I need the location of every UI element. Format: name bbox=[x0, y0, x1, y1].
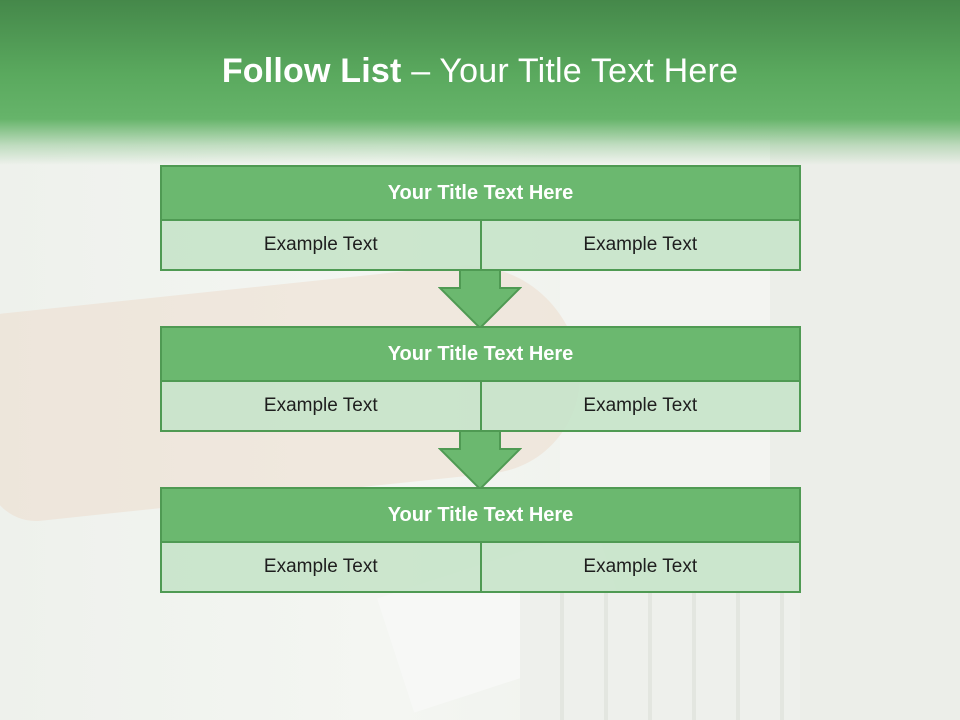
down-arrow-icon bbox=[438, 270, 522, 330]
block-cell-right: Example Text bbox=[481, 382, 801, 432]
list-block-3: Your Title Text Here Example Text Exampl… bbox=[160, 487, 801, 593]
block-cell-left: Example Text bbox=[160, 382, 482, 432]
down-arrow-icon bbox=[438, 431, 522, 491]
block-cell-left: Example Text bbox=[160, 221, 482, 271]
block-cell-left: Example Text bbox=[160, 543, 482, 593]
list-block-1: Your Title Text Here Example Text Exampl… bbox=[160, 165, 801, 271]
background-slots bbox=[520, 590, 800, 720]
slide-title-rest: – Your Title Text Here bbox=[401, 52, 739, 90]
block-title: Your Title Text Here bbox=[160, 326, 801, 382]
header-band bbox=[0, 0, 960, 165]
block-cell-right: Example Text bbox=[481, 543, 801, 593]
background-panel bbox=[770, 140, 960, 720]
block-cell-right: Example Text bbox=[481, 221, 801, 271]
block-row: Example Text Example Text bbox=[160, 382, 801, 432]
list-block-2: Your Title Text Here Example Text Exampl… bbox=[160, 326, 801, 432]
block-title: Your Title Text Here bbox=[160, 487, 801, 543]
slide-title: Follow List – Your Title Text Here bbox=[0, 52, 960, 91]
block-row: Example Text Example Text bbox=[160, 221, 801, 271]
block-title: Your Title Text Here bbox=[160, 165, 801, 221]
block-row: Example Text Example Text bbox=[160, 543, 801, 593]
slide-title-bold: Follow List bbox=[221, 52, 402, 90]
